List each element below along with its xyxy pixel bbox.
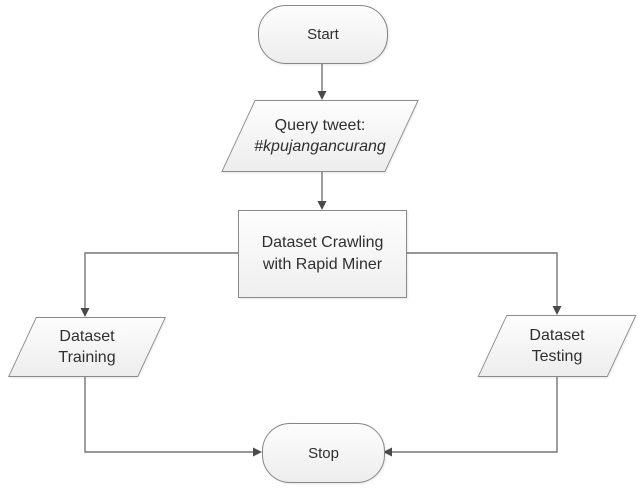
testing-line-1: Dataset (529, 326, 585, 344)
node-stop: Stop (262, 423, 385, 483)
edge-process-to-testing (407, 252, 558, 306)
node-dataset-crawling: Dataset Crawling with Rapid Miner (238, 210, 407, 298)
node-testing-label: Dataset Testing (529, 325, 584, 367)
process-line-2: with Rapid Miner (262, 256, 383, 273)
arrowhead-down-query (317, 91, 327, 100)
node-process-label: Dataset Crawling with Rapid Miner (262, 232, 384, 275)
arrowhead-right-stop (253, 447, 262, 457)
node-stop-label: Stop (308, 444, 339, 462)
edge-testing-to-stop (392, 377, 558, 453)
node-dataset-testing: Dataset Testing (477, 315, 637, 377)
arrowhead-down-training (80, 308, 90, 317)
node-dataset-training: Dataset Training (8, 317, 166, 377)
node-training-label: Dataset Training (58, 326, 115, 368)
query-line-text: Query tweet: (274, 116, 366, 134)
training-line-1: Dataset (59, 327, 115, 345)
arrowhead-down-process (317, 201, 327, 210)
testing-line-2: Testing (531, 348, 583, 365)
arrowhead-left-stop (383, 447, 392, 457)
query-line-hashtag: #kpujangancurang (254, 138, 386, 155)
arrowhead-down-testing (552, 306, 562, 315)
edge-training-to-stop (84, 377, 253, 453)
node-start-label: Start (307, 26, 339, 43)
node-start: Start (258, 5, 388, 64)
node-query-label: Query tweet: #kpujangancurang (254, 115, 386, 157)
node-query-tweet: Query tweet: #kpujangancurang (221, 100, 419, 172)
edge-process-to-training (84, 252, 238, 308)
process-line-1: Dataset Crawling (261, 234, 384, 252)
training-line-2: Training (58, 349, 116, 366)
